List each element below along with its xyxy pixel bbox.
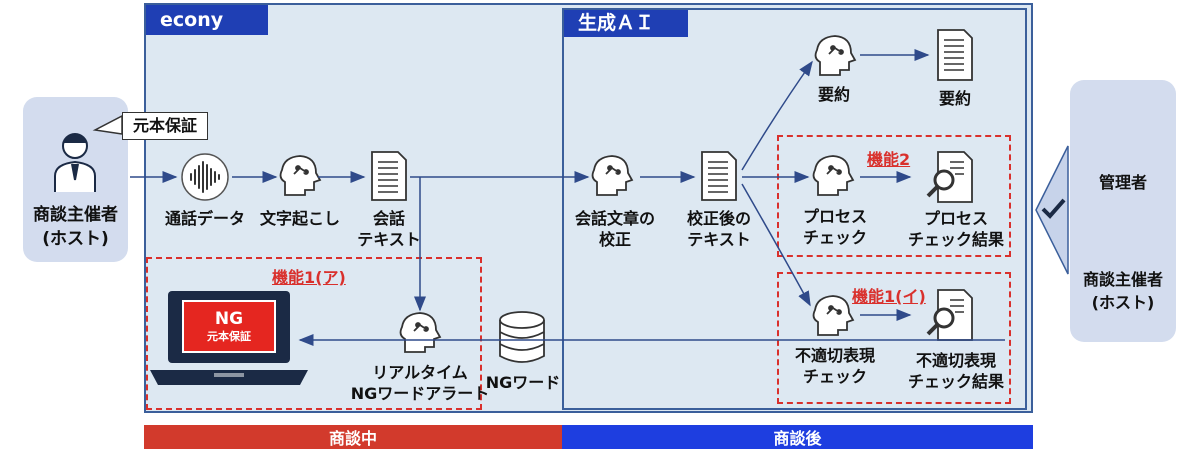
- inappropriate-check-label: 不適切表現 チェック: [780, 345, 890, 387]
- phase-after-bar: 商談後: [562, 425, 1033, 449]
- phase-during-label: 商談中: [328, 429, 377, 448]
- conv-text-line1: 会話: [372, 209, 405, 228]
- feature-2-box: [777, 135, 1011, 257]
- principal-guarantee-callout: 元本保証: [122, 112, 209, 140]
- ai-head-icon-transcribe: [279, 155, 322, 196]
- summary-doc-label: 要約: [938, 89, 971, 108]
- check-icon: [1041, 198, 1066, 219]
- admin-label: 管理者: [1098, 173, 1147, 192]
- call-data-label: 通話データ: [164, 209, 245, 228]
- feature-1i-title: 機能1(イ): [852, 287, 926, 306]
- process-check-line1: プロセス: [802, 207, 867, 226]
- econy-panel: [144, 3, 1033, 413]
- process-result-line1: プロセス: [923, 209, 988, 228]
- process-result-label: プロセス チェック結果: [900, 208, 1012, 250]
- reviewer-panel: [1070, 80, 1176, 342]
- ai-tab: 生成ＡＩ: [564, 10, 688, 37]
- inappropriate-check-line1: 不適切表現: [794, 346, 875, 365]
- host-right-line2: (ホスト): [1091, 293, 1155, 312]
- proofed-text-line1: 校正後の: [686, 209, 751, 228]
- flow-arrows: [130, 49, 1005, 346]
- ai-head-icon-summary: [814, 35, 857, 76]
- document-icon-summary: [937, 29, 973, 81]
- ng-alert-screen: NG 元本保証: [182, 300, 276, 353]
- ai-head-icon-process: [812, 155, 855, 196]
- econy-tab: econy: [146, 5, 268, 35]
- conv-text-label: 会話 テキスト: [339, 208, 439, 250]
- process-check-line2: チェック: [802, 228, 867, 247]
- realtime-alert-label: リアルタイム NGワードアラート: [340, 362, 500, 404]
- host-label-left: 商談主催者 (ホスト): [23, 203, 128, 251]
- ng-alert-text: NG: [214, 309, 244, 329]
- proofed-text-line2: テキスト: [687, 230, 751, 249]
- ai-head-icon-realtime: [399, 312, 442, 353]
- ai-panel: [562, 8, 1027, 410]
- search-document-icon-process: [926, 151, 973, 203]
- feature-2-title: 機能2: [867, 150, 911, 169]
- ng-word-label: NGワード: [485, 373, 561, 392]
- feature-1i-box: [777, 272, 1011, 404]
- econy-label: econy: [160, 9, 224, 31]
- ai-head-icon-inappropriate: [812, 295, 855, 336]
- ai-head-icon-proofread: [591, 155, 634, 196]
- ai-label: 生成ＡＩ: [578, 12, 655, 34]
- host-label-right: 商談主催者 (ホスト): [1070, 268, 1176, 314]
- sound-wave-icon: [181, 153, 229, 201]
- document-icon-proofed-text: [701, 151, 737, 201]
- feature-1a-title: 機能1(ア): [272, 268, 346, 287]
- phase-during-bar: 商談中: [144, 425, 562, 449]
- inappropriate-result-line2: チェック結果: [907, 372, 1004, 391]
- inappropriate-check-line2: チェック: [802, 367, 867, 386]
- summary-ai-label: 要約: [817, 85, 850, 104]
- realtime-alert-line1: リアルタイム: [372, 363, 468, 382]
- inappropriate-result-label: 不適切表現 チェック結果: [898, 350, 1014, 392]
- search-document-icon-inappropriate: [926, 289, 973, 341]
- review-chevron: [1035, 145, 1069, 275]
- proofread-label: 会話文章の 校正: [560, 208, 670, 250]
- transcribe-label: 文字起こし: [259, 209, 340, 228]
- host-right-line1: 商談主催者: [1082, 270, 1163, 289]
- process-check-label: プロセス チェック: [790, 206, 880, 248]
- host-label-line2: (ホスト): [42, 229, 109, 249]
- proofed-text-label: 校正後の テキスト: [664, 208, 774, 250]
- realtime-alert-line2: NGワードアラート: [350, 384, 490, 403]
- proofread-line1: 会話文章の: [574, 209, 655, 228]
- person-icon-host: [54, 133, 96, 192]
- process-result-line2: チェック結果: [907, 230, 1004, 249]
- database-icon: [499, 311, 545, 363]
- proofread-line2: 校正: [598, 230, 631, 249]
- inappropriate-result-line1: 不適切表現: [915, 351, 996, 370]
- ng-alert-subtext: 元本保証: [207, 330, 251, 343]
- callout-pointer: [92, 114, 123, 135]
- phase-after-label: 商談後: [773, 429, 822, 448]
- feature-1a-box: [146, 257, 482, 410]
- conv-text-line2: テキスト: [357, 230, 421, 249]
- document-icon-conv-text: [371, 151, 407, 201]
- host-label-line1: 商談主催者: [33, 205, 118, 225]
